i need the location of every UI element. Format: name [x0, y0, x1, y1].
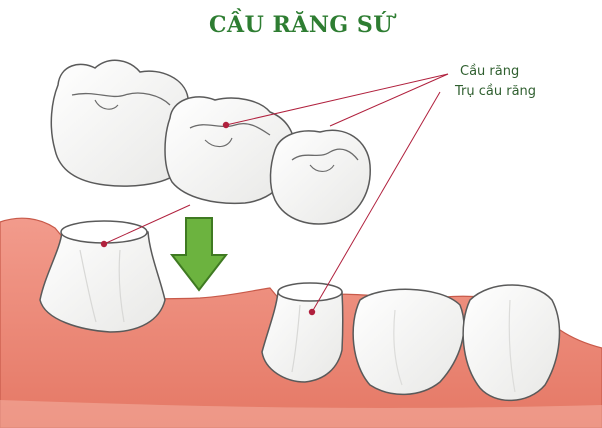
natural-tooth-1	[352, 288, 465, 396]
leader-point	[308, 308, 316, 316]
left-abutment-tooth	[39, 220, 166, 333]
leader-point	[100, 240, 108, 248]
right-abutment-tooth	[261, 282, 344, 383]
bridge-label: Cầu răng	[460, 64, 520, 79]
dental-bridge	[50, 59, 371, 225]
down-arrow-icon	[169, 217, 229, 292]
abutment-label: Trụ cầu răng	[455, 84, 537, 99]
page-title: CẦU RĂNG SỨ	[209, 12, 393, 38]
leader-point	[222, 121, 230, 129]
leader-lines	[103, 73, 449, 313]
natural-tooth-2	[462, 284, 561, 402]
